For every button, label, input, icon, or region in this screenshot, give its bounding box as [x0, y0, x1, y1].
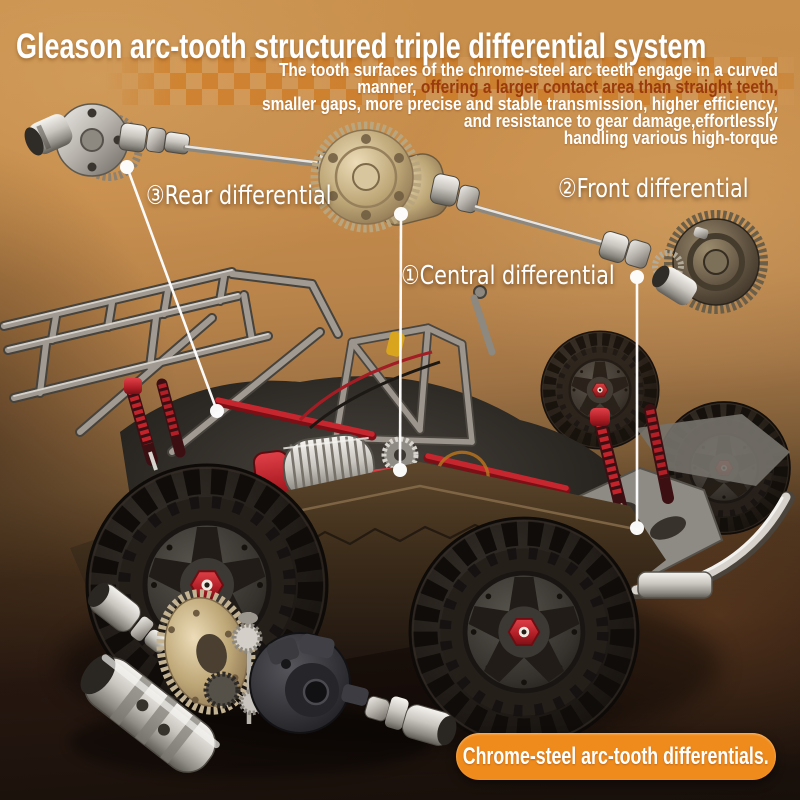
- subtitle-line-4: and resistance to gear damage,effortless…: [463, 111, 778, 131]
- outdrive-cup-top: [87, 582, 169, 653]
- central-differential-photo: [310, 121, 480, 233]
- driveshaft-front: [473, 205, 615, 249]
- callout-lines: [120, 160, 644, 535]
- subtitle-line-5: handling various high-torque: [563, 128, 778, 148]
- rear-cage-rack: [0, 267, 343, 457]
- subtitle-line-2: manner, offering a larger contact area t…: [357, 77, 778, 97]
- rc-car-photo: [0, 267, 795, 746]
- feature-badge: Chrome-steel arc-tooth differentials.: [456, 733, 776, 780]
- checker-pattern: [106, 57, 794, 105]
- feature-badge-label: Chrome-steel arc-tooth differentials.: [463, 742, 769, 770]
- subtitle-text: The tooth surfaces of the chrome-steel a…: [262, 60, 778, 148]
- subtitle-line-3: smaller gaps, more precise and stable tr…: [262, 94, 778, 114]
- callout-central-differential: ①Central differential: [401, 261, 615, 291]
- rear-differential-photo: [24, 103, 191, 181]
- triple-differential-assembly: [24, 103, 768, 314]
- diff-housing: [249, 632, 369, 734]
- subtitle-line-1: The tooth surfaces of the chrome-steel a…: [279, 60, 778, 80]
- subtitle-highlight: offering a larger contact area than stra…: [421, 77, 778, 97]
- callout-rear-differential: ③Rear differential: [146, 181, 332, 211]
- spider-gears: [203, 612, 266, 724]
- front-bumper: [629, 491, 795, 599]
- front-differential-photo: [598, 210, 768, 314]
- rear-shocks: [124, 378, 186, 471]
- outdrive-cup-right: [364, 695, 457, 746]
- outdrive-cup-bottom: [80, 654, 220, 773]
- callout-front-differential: ②Front differential: [558, 174, 749, 204]
- page-title: Gleason arc-tooth structured triple diff…: [16, 27, 707, 66]
- exploded-differential-illustration: [80, 582, 457, 773]
